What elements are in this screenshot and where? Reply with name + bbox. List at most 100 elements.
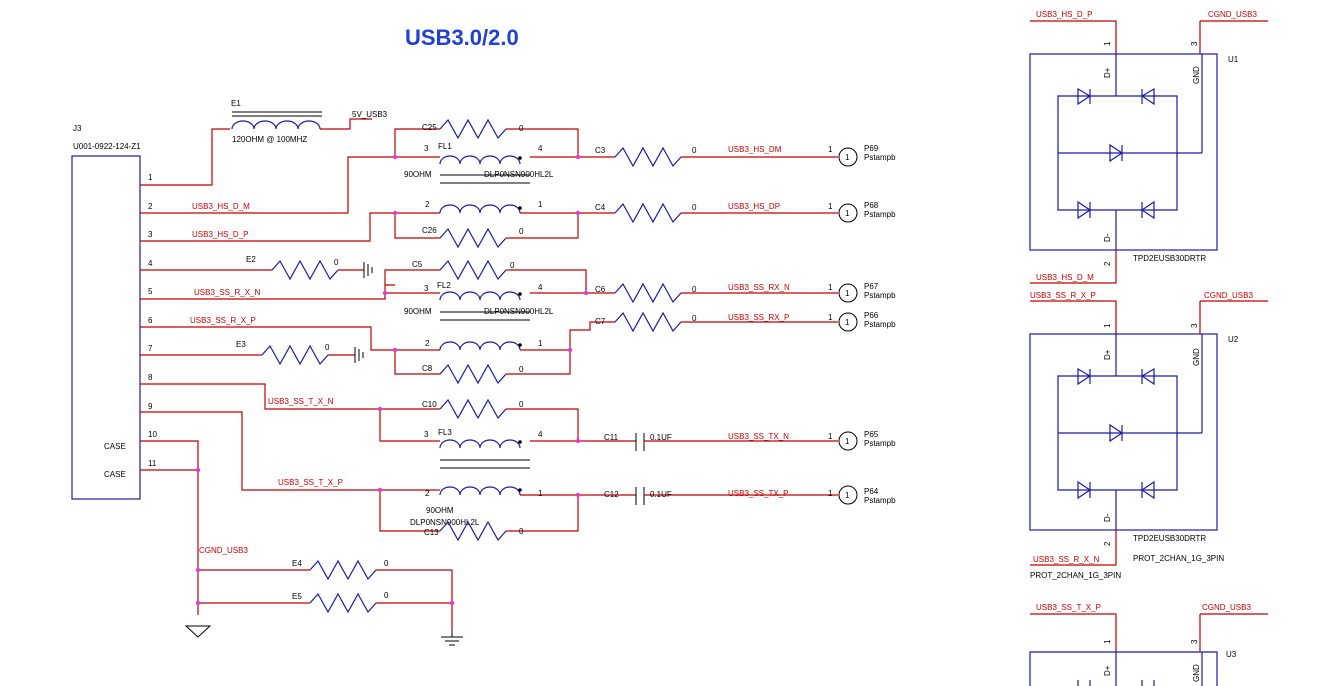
testpoint-ref: P68 — [864, 201, 879, 210]
res-val: 0 — [692, 146, 697, 155]
connector-pin-4: 4 — [148, 259, 153, 268]
testpoint-type: Pstampb — [864, 320, 896, 329]
tvs-part: TPD2EUSB30DRTR — [1133, 254, 1206, 263]
connector-pin-10: 10 — [148, 430, 157, 439]
testpoint-ref: P65 — [864, 430, 879, 439]
cgnd-network: E4 0 E5 0 — [184, 559, 463, 646]
tvs-pin: 3 — [1190, 639, 1199, 644]
filter-ref: FL2 — [437, 281, 451, 290]
ferrite-e1: E1 120OHM @ 100MHZ 5V_USB3 — [231, 99, 388, 144]
net-label: USB3_SS_R_X_P — [190, 316, 256, 325]
res-ref: E4 — [292, 559, 302, 568]
res-ref: C8 — [422, 364, 433, 373]
filter-pin: 1 — [538, 339, 543, 348]
res-ref: C25 — [422, 123, 437, 132]
res-ref: E3 — [236, 340, 246, 349]
connector-pin-1: 1 — [148, 173, 153, 182]
filter-fl3: C10 0 3 FL3 4 2 1 90OHM DLP0NSN900HL2L C… — [379, 398, 636, 542]
filter-pin: 4 — [538, 430, 543, 439]
tvs-ref: U3 — [1226, 650, 1237, 659]
footprint-label: PROT_2CHAN_1G_3PIN — [1030, 571, 1121, 580]
svg-text:1: 1 — [845, 153, 850, 162]
testpoint-pin: 1 — [828, 432, 833, 441]
ground-icon — [441, 630, 463, 646]
tvs-gnd: GND — [1192, 664, 1201, 682]
connector-j3: J3 U001-0922-124-Z1 1 2 3 4 5 6 7 8 9 10… — [71, 124, 157, 500]
filter-pin: 1 — [538, 200, 543, 209]
net-label: CGND_USB3 — [199, 546, 248, 555]
testpoint-pin: 1 — [828, 202, 833, 211]
net-label: USB3_HS_D_M — [192, 202, 250, 211]
res-val: 0 — [510, 261, 515, 270]
connector-part: U001-0922-124-Z1 — [73, 142, 141, 151]
resistor-e3: E3 0 — [236, 340, 364, 366]
res-val: 0 — [519, 365, 524, 374]
testpoint-type: Pstampb — [864, 439, 896, 448]
capacitors: C11 0.1UF USB3_SS_TX_N 1 C12 0.1UF USB3_… — [604, 432, 838, 505]
res-ref: C13 — [424, 528, 439, 537]
filter-pin: 1 — [538, 489, 543, 498]
res-val: 0 — [519, 400, 524, 409]
testpoint-ref: P64 — [864, 487, 879, 496]
testpoint-pin: 1 — [828, 489, 833, 498]
connector-pin-6: 6 — [148, 316, 153, 325]
resistor-e2: E2 0 — [246, 255, 373, 281]
tvs-gnd: GND — [1192, 66, 1201, 84]
filter-imp: 90OHM — [426, 506, 454, 515]
connector-pin-2: 2 — [148, 202, 153, 211]
junctions — [195, 154, 589, 606]
tvs-footprint: PROT_2CHAN_1G_3PIN — [1133, 554, 1224, 563]
connector-case-label: CASE — [104, 442, 126, 451]
cap-val: 0.1UF — [650, 490, 672, 499]
res-val: 0 — [519, 227, 524, 236]
filter-pin: 2 — [425, 200, 430, 209]
svg-text:1: 1 — [845, 289, 850, 298]
res-val: 0 — [325, 343, 330, 352]
filter-ref: FL1 — [438, 142, 452, 151]
testpoint-type: Pstampb — [864, 153, 896, 162]
tvs-dplus: D+ — [1103, 665, 1112, 676]
net-label: USB3_HS_D_P — [192, 230, 248, 239]
net-label: USB3_SS_T_X_P — [278, 478, 343, 487]
tvs-pin: 3 — [1190, 41, 1199, 46]
filter-pin: 3 — [424, 144, 429, 153]
net-label: USB3_SS_TX_P — [728, 489, 788, 498]
res-ref: C6 — [595, 285, 606, 294]
testpoint-ref: P67 — [864, 282, 879, 291]
filter-pin: 2 — [425, 489, 430, 498]
res-val: 0 — [692, 203, 697, 212]
net-label: CGND_USB3 — [1208, 10, 1257, 19]
connector-pin-11: 11 — [148, 459, 157, 468]
res-ref: C4 — [595, 203, 606, 212]
testpoint-pin: 1 — [828, 145, 833, 154]
net-label: USB3_SS_R_X_N — [194, 288, 260, 297]
res-val: 0 — [692, 314, 697, 323]
net-label: USB3_HS_D_M — [1036, 273, 1094, 282]
net-label: USB3_HS_D_P — [1036, 10, 1092, 19]
connector-ref: J3 — [73, 124, 82, 133]
filter-fl1: C25 0 3 FL1 4 90OHM DLP0NSN900HL2L 2 1 C… — [394, 118, 579, 249]
filter-part: DLP0NSN900HL2L — [484, 307, 554, 316]
testpoint-pin: 1 — [828, 313, 833, 322]
svg-text:1: 1 — [845, 209, 850, 218]
cap-ref: C11 — [604, 433, 619, 442]
filter-imp: 90OHM — [404, 170, 432, 179]
net-label: USB3_SS_RX_P — [728, 313, 789, 322]
res-val: 0 — [692, 285, 697, 294]
tvs-pin: 3 — [1190, 323, 1199, 328]
net-label: USB3_SS_TX_N — [728, 432, 789, 441]
net-label: USB3_SS_T_X_N — [268, 397, 334, 406]
tvs-pin: 2 — [1103, 261, 1112, 266]
testpoint-ref: P69 — [864, 144, 879, 153]
series-resistors: C3 0 USB3_HS_DM 1 C4 0 USB3_HS_DP 1 C6 0… — [578, 145, 838, 333]
filter-fl2: C5 0 3 FL2 4 90OHM DLP0NSN900HL2L 2 1 C8… — [384, 259, 615, 385]
res-ref: C7 — [595, 317, 606, 326]
connector-pin-wires — [140, 128, 395, 615]
filter-part: DLP0NSN900HL2L — [410, 518, 480, 527]
connector-pin-8: 8 — [148, 373, 153, 382]
res-val: 0 — [334, 258, 339, 267]
svg-text:1: 1 — [845, 491, 850, 500]
testpoint-type: Pstampb — [864, 291, 896, 300]
filter-pin: 4 — [538, 283, 543, 292]
